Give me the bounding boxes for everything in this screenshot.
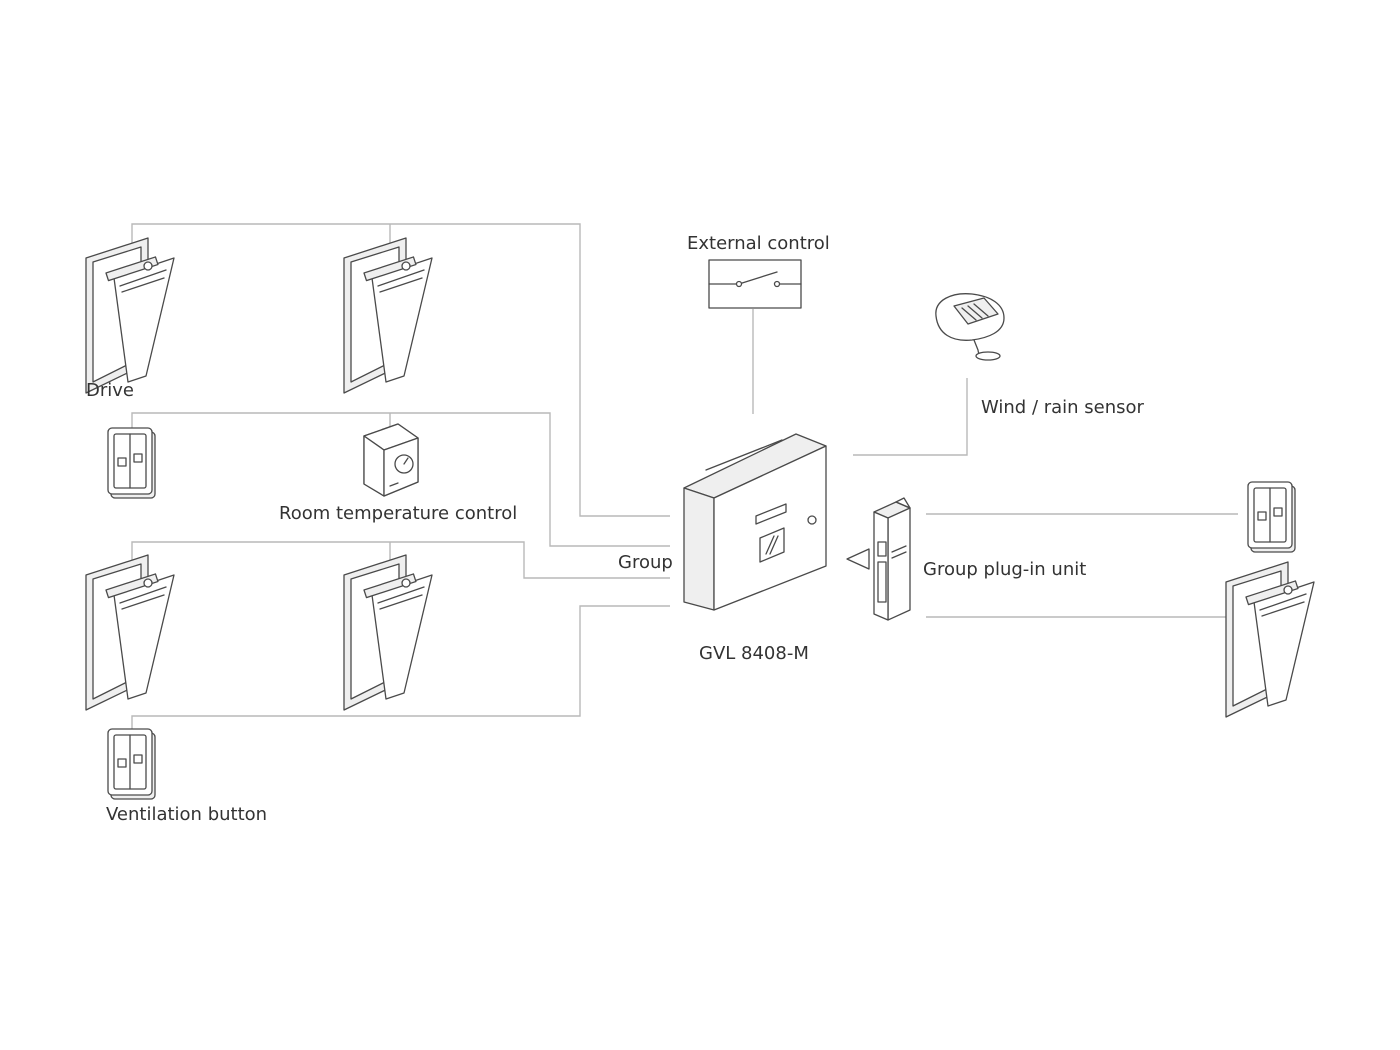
drive-window-2 [343,237,433,394]
group-plug-in-unit-device [873,497,911,621]
wall-button-1 [107,427,156,499]
drive-window-5 [1225,561,1315,718]
wire-drive-group-1 [131,223,670,517]
wire-drive-group-2 [131,541,670,579]
wire-ventilation-button [131,605,670,730]
insert-arrow-icon [846,548,870,570]
drive-window-1 [85,237,175,394]
label-wind-rain-sensor: Wind / rain sensor [981,397,1145,418]
label-controller: GVL 8408-M [699,643,809,664]
room-thermostat [363,423,419,497]
drive-window-4 [343,554,433,711]
ventilation-button-device [107,728,156,800]
label-ventilation-button: Ventilation button [106,804,267,825]
label-room-temperature-control: Room temperature control [279,503,517,524]
label-group-plug-in-unit: Group plug-in unit [923,559,1086,580]
wall-button-plugin [1247,481,1296,553]
wind-rain-sensor-device [935,293,1005,361]
controller-gvl-8408-m [683,433,827,611]
label-external-control: External control [687,233,830,254]
label-drive: Drive [86,380,134,401]
label-group: Group [618,552,673,573]
wire-wind-rain-sensor [853,378,968,456]
external-control-switch [708,259,802,309]
wire-room-control [131,412,670,547]
wiring [131,223,1238,730]
drive-window-3 [85,554,175,711]
